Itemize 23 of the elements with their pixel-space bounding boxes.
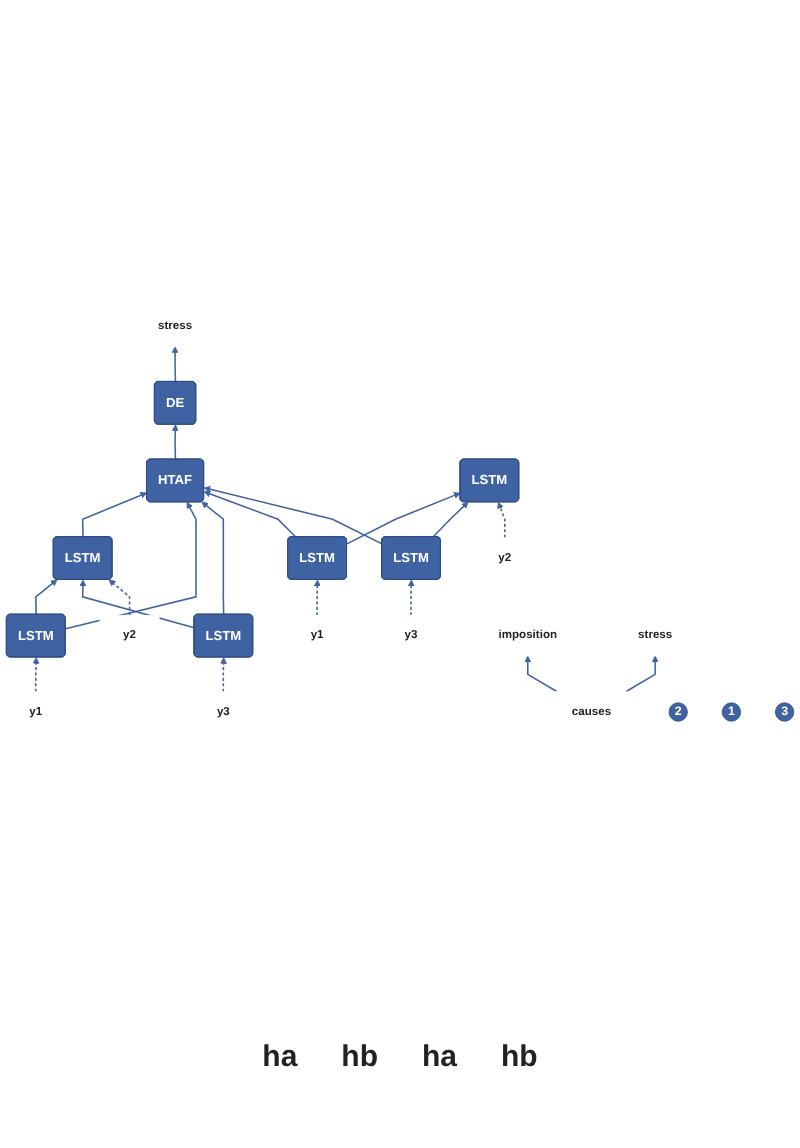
arrow [524,656,558,694]
arrow [64,502,197,631]
arrow [203,486,383,546]
arrow [346,492,461,546]
arrow [220,657,227,694]
hidden-state-label: hb [501,1040,538,1074]
hidden-state-label: ha [422,1040,458,1074]
arrow [81,492,148,539]
arrow [108,580,131,617]
arrow [313,580,321,617]
hidden-state-label: ha [262,1040,298,1074]
hidden-state-label: hb [341,1040,378,1074]
arrow [497,502,506,540]
arrow [432,502,469,539]
arrow [171,425,179,461]
arrow [32,657,40,694]
arrow [35,580,58,617]
arrow [203,491,297,539]
arrow [171,347,179,384]
arrow [79,580,196,630]
arrow [625,656,659,694]
arrow [407,580,415,617]
arrow [201,502,225,617]
